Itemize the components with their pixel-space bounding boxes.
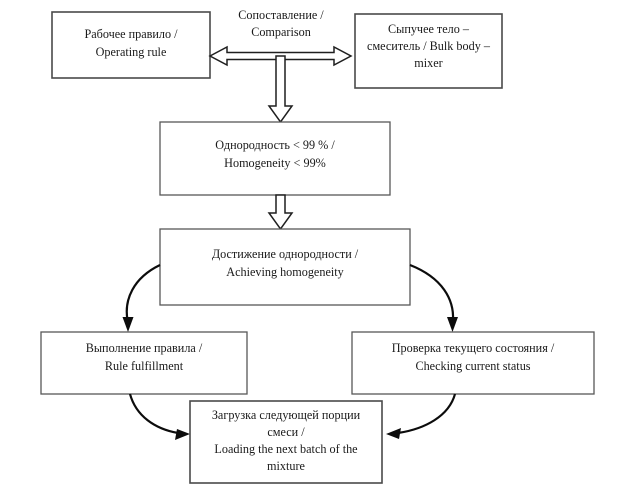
block-arrow-down-1-shape <box>267 55 294 124</box>
node-loading-next-batch-line-1: Загрузка следующей порции <box>212 408 361 422</box>
block-arrow-down-to-achieving-homogeneity <box>267 194 294 231</box>
curve-homogeneity-to-checking-status <box>409 263 458 332</box>
node-homogeneity-threshold: Однородность < 99 % / Homogeneity < 99% <box>159 121 391 196</box>
node-achieving-homogeneity-line-1: Достижение однородности / <box>212 247 359 261</box>
node-homogeneity-threshold-line-2: Homogeneity < 99% <box>224 156 326 170</box>
node-achieving-homogeneity-box <box>159 228 411 306</box>
node-rule-fulfillment-line-2: Rule fulfillment <box>105 359 184 373</box>
node-bulk-body-mixer: Сыпучее тело – смеситель / Bulk body – m… <box>354 13 503 89</box>
node-bulk-body-mixer-line-3: mixer <box>414 56 442 70</box>
curve-homogeneity-to-rule-fulfillment <box>122 264 161 332</box>
node-rule-fulfillment: Выполнение правила / Rule fulfillment <box>40 331 248 395</box>
curve-homogeneity-to-rule-fulfillment-head <box>122 317 134 332</box>
node-operating-rule-line-2: Operating rule <box>96 45 167 59</box>
node-achieving-homogeneity: Достижение однородности / Achieving homo… <box>159 228 411 306</box>
curve-rule-fulfillment-to-loading-batch-head <box>175 429 190 440</box>
node-operating-rule: Рабочее правило / Operating rule <box>51 11 211 79</box>
node-loading-next-batch-line-2: смеси / <box>267 425 305 439</box>
node-operating-rule-box <box>51 11 211 79</box>
node-checking-current-status-box <box>351 331 595 395</box>
node-checking-current-status-line-2: Checking current status <box>415 359 530 373</box>
block-arrow-down-2-shape <box>267 194 294 231</box>
curve-checking-status-to-loading-batch <box>386 393 457 439</box>
node-loading-next-batch-line-3: Loading the next batch of the <box>214 442 357 456</box>
node-rule-fulfillment-line-1: Выполнение правила / <box>86 341 203 355</box>
edge-label-comparison-line-2: Comparison <box>251 25 311 39</box>
node-loading-next-batch: Загрузка следующей порции смеси / Loadin… <box>189 400 383 484</box>
curve-homogeneity-to-checking-status-head <box>447 317 458 332</box>
node-operating-rule-line-1: Рабочее правило / <box>84 27 178 41</box>
node-checking-current-status-line-1: Проверка текущего состояния / <box>392 341 555 355</box>
node-loading-next-batch-box <box>189 400 383 484</box>
curve-checking-status-to-loading-batch-head <box>386 428 401 439</box>
node-achieving-homogeneity-line-2: Achieving homogeneity <box>226 265 344 279</box>
curve-checking-status-to-loading-batch-path <box>397 393 457 435</box>
node-bulk-body-mixer-line-1: Сыпучее тело – <box>388 22 470 36</box>
node-homogeneity-threshold-line-1: Однородность < 99 % / <box>215 138 335 152</box>
edge-label-comparison: Сопоставление / Comparison <box>238 8 324 39</box>
curve-homogeneity-to-rule-fulfillment-path <box>125 264 161 321</box>
node-bulk-body-mixer-line-2: смеситель / Bulk body – <box>367 39 491 53</box>
node-loading-next-batch-line-4: mixture <box>267 459 305 473</box>
curve-homogeneity-to-checking-status-path <box>409 263 455 321</box>
block-arrow-down-to-homogeneity <box>267 55 294 124</box>
node-rule-fulfillment-box <box>40 331 248 395</box>
edge-label-comparison-line-1: Сопоставление / <box>238 8 324 22</box>
node-bulk-body-mixer-box <box>354 13 503 89</box>
node-homogeneity-threshold-box <box>159 121 391 196</box>
node-checking-current-status: Проверка текущего состояния / Checking c… <box>351 331 595 395</box>
curve-rule-fulfillment-to-loading-batch-path <box>128 393 179 435</box>
curve-rule-fulfillment-to-loading-batch <box>128 393 190 440</box>
